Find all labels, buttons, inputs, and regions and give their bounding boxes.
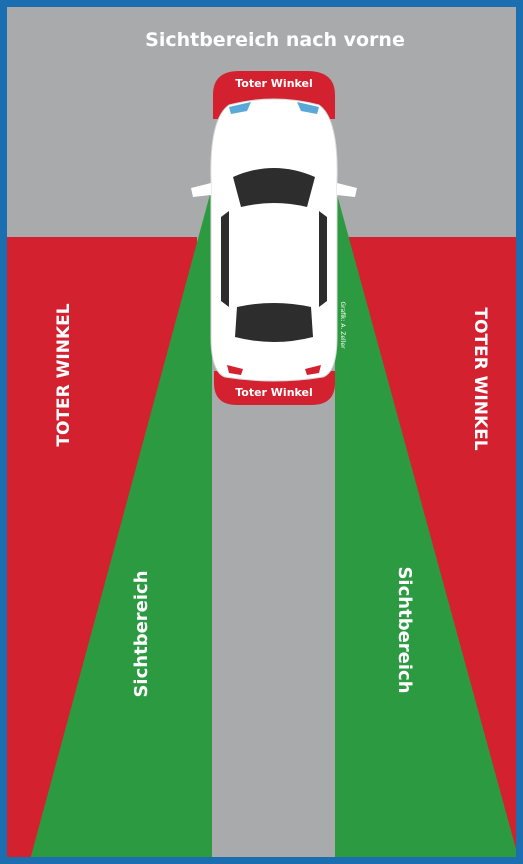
front-badge-label: Toter Winkel <box>235 77 313 90</box>
car-top-view <box>191 99 357 381</box>
blind-spot-diagram: Sichtbereich nach vorne Toter Winkel Tot… <box>7 7 523 864</box>
rear-window <box>235 303 313 342</box>
right-view-zone-label: Sichtbereich <box>394 566 415 693</box>
left-view-zone-label: Sichtbereich <box>131 570 152 697</box>
left-side-window <box>221 211 229 307</box>
right-side-window <box>319 211 327 307</box>
windshield <box>233 168 315 207</box>
graphic-credit: Grafik: A. Zeller <box>339 301 346 349</box>
left-blind-zone-label: TOTER WINKEL <box>54 303 74 446</box>
rear-badge-label: Toter Winkel <box>235 386 313 399</box>
right-blind-zone-label: TOTER WINKEL <box>470 307 490 450</box>
title: Sichtbereich nach vorne <box>145 29 405 51</box>
